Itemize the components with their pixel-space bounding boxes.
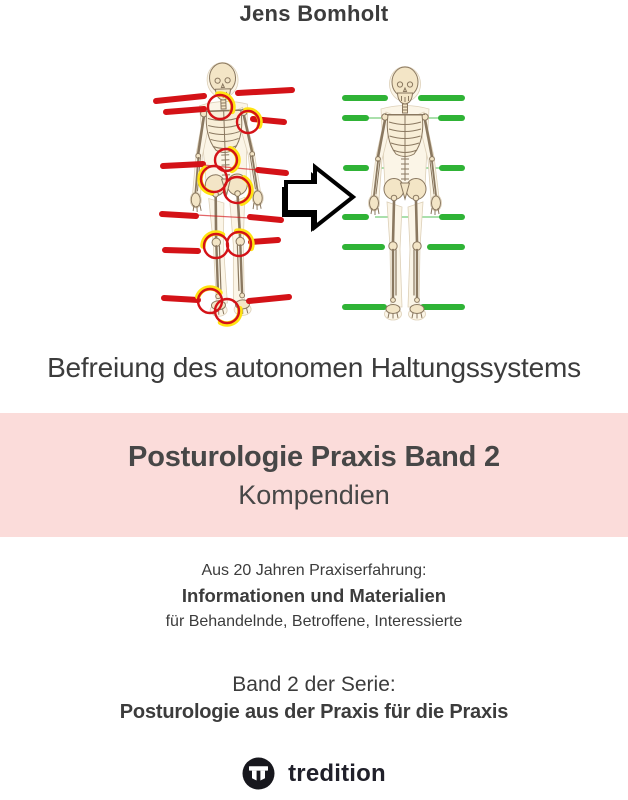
joint-markers xyxy=(195,91,263,327)
skeleton-misaligned-illustration xyxy=(153,61,295,327)
blurb-line-2: Informationen und Materialien xyxy=(181,585,447,606)
tredition-logo-icon xyxy=(242,757,275,790)
title-banner: Posturologie Praxis Band 2 Kompendien xyxy=(0,413,628,537)
publisher-logo-row: tredition xyxy=(0,757,628,790)
cover-tagline: Befreiung des autonomen Haltungssystems xyxy=(47,352,581,383)
posture-comparison-illustration xyxy=(153,0,465,327)
book-title: Posturologie Praxis Band 2 xyxy=(128,441,500,473)
blurb-block: Aus 20 Jahren Praxiserfahrung: Informati… xyxy=(0,560,628,634)
skeleton-aligned-illustration xyxy=(342,67,465,321)
series-block: Band 2 der Serie: Posturologie aus der P… xyxy=(0,671,628,726)
publisher-name: tredition xyxy=(288,759,386,787)
transformation-arrow-icon xyxy=(282,162,357,232)
author-name: Jens Bomholt xyxy=(239,1,389,26)
book-subtitle: Kompendien xyxy=(238,480,390,510)
series-line-1: Band 2 der Serie: xyxy=(232,673,396,696)
red-posture-lines xyxy=(153,87,295,304)
blurb-line-3: für Behandelnde, Betroffene, Interessier… xyxy=(165,613,463,630)
series-line-2: Posturologie aus der Praxis für die Prax… xyxy=(119,701,509,723)
blurb-line-1: Aus 20 Jahren Praxiserfahrung: xyxy=(201,562,427,579)
